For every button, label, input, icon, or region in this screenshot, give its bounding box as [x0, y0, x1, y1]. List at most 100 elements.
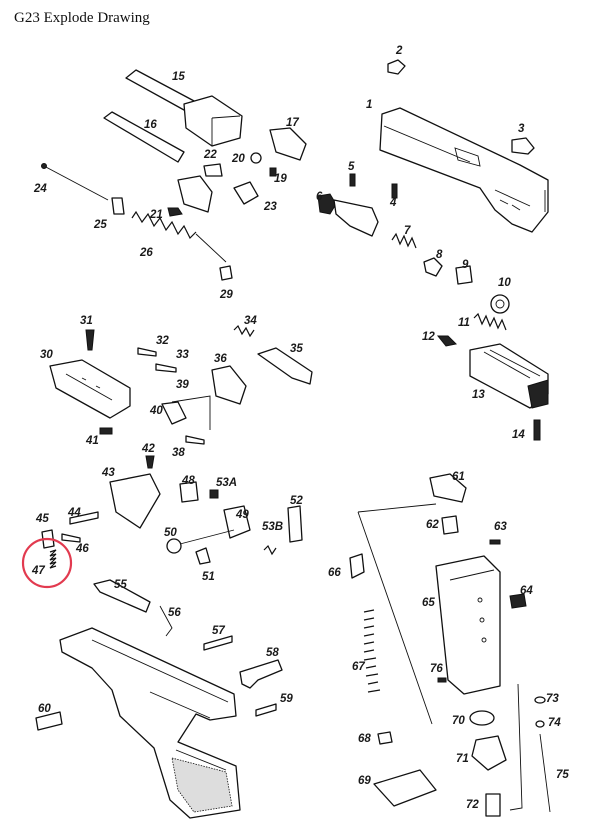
- label-42: 42: [141, 443, 155, 455]
- label-14: 14: [512, 429, 525, 441]
- label-24: 24: [33, 183, 47, 195]
- part-19: [269, 167, 277, 177]
- part-47-highlighted: [21, 537, 73, 589]
- part-33: [155, 363, 177, 373]
- label-40: 40: [149, 405, 163, 417]
- label-6: 6: [316, 191, 323, 203]
- label-16: 16: [144, 119, 157, 131]
- label-45: 45: [35, 513, 49, 525]
- part-25: [111, 197, 125, 215]
- label-20: 20: [231, 153, 245, 165]
- label-74: 74: [548, 717, 561, 729]
- label-23: 23: [263, 201, 277, 213]
- label-30: 30: [40, 349, 53, 361]
- spring-7-part: [391, 232, 417, 249]
- label-21: 21: [149, 209, 163, 221]
- label-67: 67: [352, 661, 365, 673]
- label-12: 12: [422, 331, 435, 343]
- label-47: 47: [31, 565, 45, 577]
- label-63: 63: [494, 521, 507, 533]
- label-39: 39: [176, 379, 189, 391]
- part-35: [257, 347, 313, 385]
- label-35: 35: [290, 343, 303, 355]
- part-29: [219, 265, 233, 281]
- screw-12-part: [436, 335, 458, 347]
- part-18: [177, 175, 213, 213]
- label-46: 46: [75, 543, 89, 555]
- part-51: [195, 547, 211, 565]
- label-34: 34: [244, 315, 257, 327]
- part-72: [485, 793, 501, 817]
- firing-pin-part: [317, 193, 379, 237]
- rod-24-part: [43, 165, 109, 201]
- label-55: 55: [114, 579, 127, 591]
- part-61: [429, 473, 467, 503]
- part-44: [69, 511, 99, 525]
- label-10: 10: [498, 277, 511, 289]
- label-66: 66: [328, 567, 341, 579]
- label-5: 5: [348, 161, 355, 173]
- part-42: [145, 455, 155, 469]
- label-53a: 53A: [216, 477, 237, 489]
- label-65: 65: [422, 597, 435, 609]
- label-57: 57: [212, 625, 225, 637]
- label-1: 1: [366, 99, 372, 111]
- part-75: [539, 733, 551, 813]
- part-69: [373, 769, 437, 807]
- part-labels: 1 2 3 4 5 6 7 8 9 10 11 12 13 14 15 16 1…: [31, 45, 569, 811]
- label-49: 49: [235, 509, 249, 521]
- label-33: 33: [176, 349, 189, 361]
- label-3: 3: [518, 123, 525, 135]
- spring-26-part: [131, 210, 197, 240]
- label-29: 29: [219, 289, 233, 301]
- label-8: 8: [436, 249, 443, 261]
- part-49: [223, 505, 251, 539]
- part-71: [471, 735, 507, 771]
- part-32: [137, 347, 157, 357]
- part-43: [109, 473, 161, 529]
- label-50: 50: [164, 527, 177, 539]
- part-10: [490, 294, 510, 314]
- label-9: 9: [462, 259, 469, 271]
- part-23: [233, 181, 259, 205]
- label-7: 7: [404, 225, 411, 237]
- part-59: [255, 703, 277, 717]
- part-76: [437, 677, 447, 683]
- spring-34-part: [233, 324, 255, 338]
- part-68: [377, 731, 393, 745]
- spring-11-part: [473, 312, 507, 331]
- part-17: [269, 127, 307, 161]
- label-76: 76: [430, 663, 443, 675]
- pin-5-part: [349, 173, 356, 187]
- label-26: 26: [139, 247, 153, 259]
- trigger-housing-part: [49, 359, 131, 419]
- part-64: [509, 593, 527, 609]
- label-61: 61: [452, 471, 465, 483]
- pin-14-part: [533, 419, 541, 441]
- slide-part: [379, 107, 549, 233]
- label-44: 44: [67, 507, 81, 519]
- label-59: 59: [280, 693, 293, 705]
- part-73: [534, 696, 546, 704]
- label-13: 13: [472, 389, 485, 401]
- part-58: [239, 659, 283, 689]
- label-53b: 53B: [262, 521, 283, 533]
- part-55: [93, 579, 151, 613]
- spring-67-part: [363, 609, 381, 693]
- label-56: 56: [168, 607, 181, 619]
- part-62: [441, 515, 459, 535]
- label-70: 70: [452, 715, 465, 727]
- part-8: [423, 257, 443, 277]
- part-9: [455, 265, 473, 285]
- part-60: [35, 711, 63, 731]
- part-74: [535, 720, 545, 728]
- part-53a: [209, 489, 219, 499]
- part-48: [179, 481, 199, 503]
- label-48: 48: [181, 475, 195, 487]
- part-57: [203, 635, 233, 651]
- label-25: 25: [93, 219, 107, 231]
- label-68: 68: [358, 733, 371, 745]
- label-2: 2: [395, 45, 403, 57]
